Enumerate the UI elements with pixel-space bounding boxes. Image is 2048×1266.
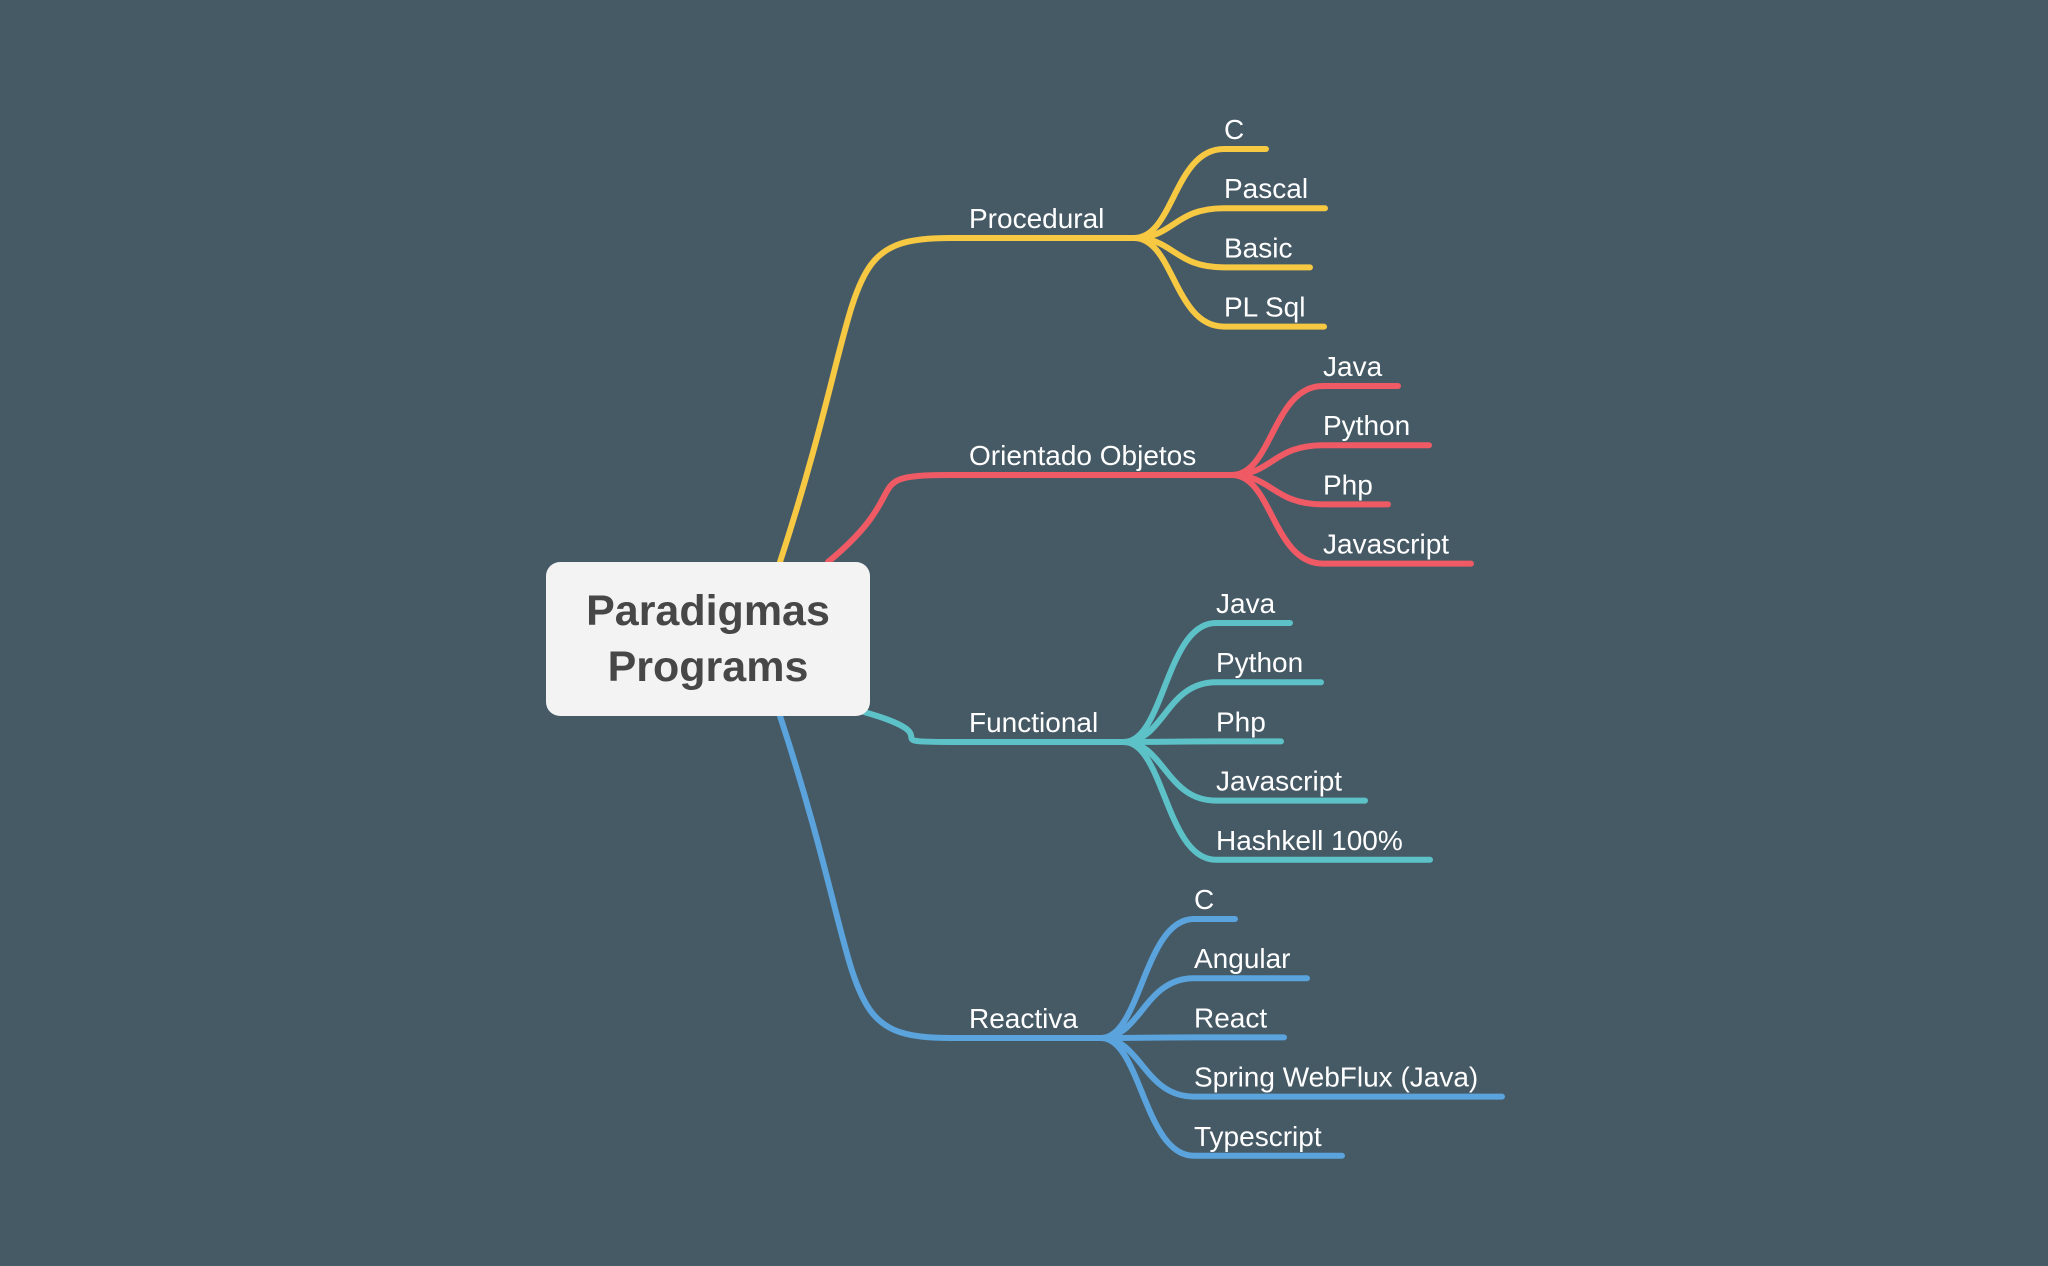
child-node-label[interactable]: React [1194, 1002, 1267, 1033]
root-node-title: Paradigmas Programs [586, 587, 830, 691]
child-node-label[interactable]: Php [1216, 706, 1266, 737]
child-connector [1098, 1034, 1287, 1041]
child-node-label[interactable]: Java [1216, 588, 1276, 619]
child-node-label[interactable]: Basic [1224, 232, 1292, 263]
child-node-label[interactable]: Python [1216, 647, 1303, 678]
branch-label[interactable]: Reactiva [969, 1003, 1078, 1034]
child-connector [1098, 1035, 1345, 1159]
branch-connector [825, 472, 1235, 565]
child-connector [1229, 472, 1474, 567]
child-node-label[interactable]: Javascript [1216, 766, 1342, 797]
child-node-label[interactable]: Php [1323, 469, 1373, 500]
child-node-label[interactable]: Typescript [1194, 1121, 1322, 1152]
branch-connector [861, 709, 1127, 745]
child-node-label[interactable]: PL Sql [1224, 292, 1305, 323]
root-node[interactable]: Paradigmas Programs [546, 562, 870, 716]
branch-connector [777, 713, 1104, 1041]
branch-connector [777, 235, 1137, 565]
child-node-label[interactable]: Spring WebFlux (Java) [1194, 1062, 1478, 1093]
branch-label[interactable]: Orientado Objetos [969, 440, 1196, 471]
child-node-label[interactable]: Hashkell 100% [1216, 825, 1403, 856]
child-node-label[interactable]: Python [1323, 410, 1410, 441]
child-node-label[interactable]: Pascal [1224, 173, 1308, 204]
branch-label[interactable]: Procedural [969, 203, 1104, 234]
child-node-label[interactable]: C [1194, 884, 1214, 915]
child-node-label[interactable]: C [1224, 114, 1244, 145]
child-connector [1121, 739, 1433, 863]
child-node-label[interactable]: Javascript [1323, 529, 1449, 560]
branch-label[interactable]: Functional [969, 707, 1098, 738]
child-node-label[interactable]: Angular [1194, 943, 1291, 974]
child-node-label[interactable]: Java [1323, 351, 1383, 382]
child-connector [1131, 235, 1327, 330]
child-connector [1121, 738, 1284, 745]
branch-2: Functional JavaPythonPhpJavascriptHashkel… [861, 588, 1433, 863]
